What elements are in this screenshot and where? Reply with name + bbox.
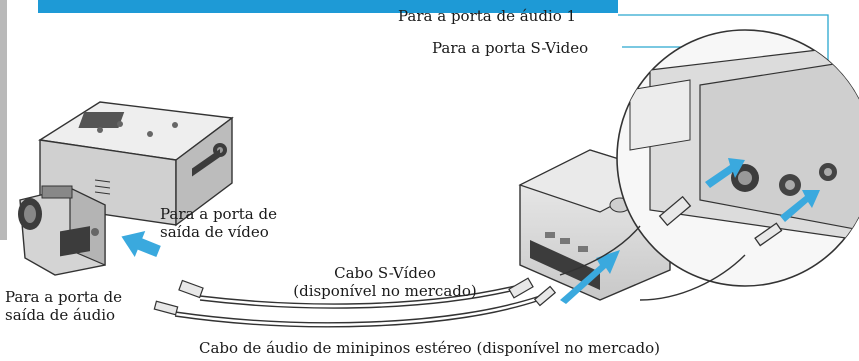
camcorder-icon (18, 185, 106, 276)
vcr-icon (38, 101, 234, 227)
cable-plugs (153, 277, 557, 316)
label-svideo-cable: Cabo S-Vídeo (disponível no mercado) (265, 264, 505, 300)
arrow-projector (560, 250, 620, 304)
label-audio-out-port: Para a porta de saída de áudio (5, 288, 122, 324)
label-video-out-line1: Para a porta de (160, 205, 277, 223)
label-video-out-port: Para a porta de saída de vídeo (160, 205, 277, 241)
label-audio-port-1: Para a porta de áudio 1 (398, 7, 577, 25)
label-audio-cable: Cabo de áudio de minipinos estéreo (disp… (199, 339, 660, 357)
arrow-left (121, 231, 161, 258)
label-svideo-port: Para a porta S-Video (432, 39, 589, 57)
label-svideo-cable-line1: Cabo S-Vídeo (334, 264, 436, 282)
svideo-cable (199, 285, 516, 309)
label-svideo-cable-line2: (disponível no mercado) (293, 282, 477, 300)
page-edge (0, 0, 7, 240)
label-video-out-line2: saída de vídeo (160, 223, 269, 241)
audio-cable (174, 295, 541, 328)
port-panel-zoom-icon (559, 29, 859, 301)
label-audio-out-line1: Para a porta de (5, 288, 122, 306)
header-banner (38, 0, 618, 13)
label-audio-out-line2: saída de áudio (5, 306, 116, 324)
